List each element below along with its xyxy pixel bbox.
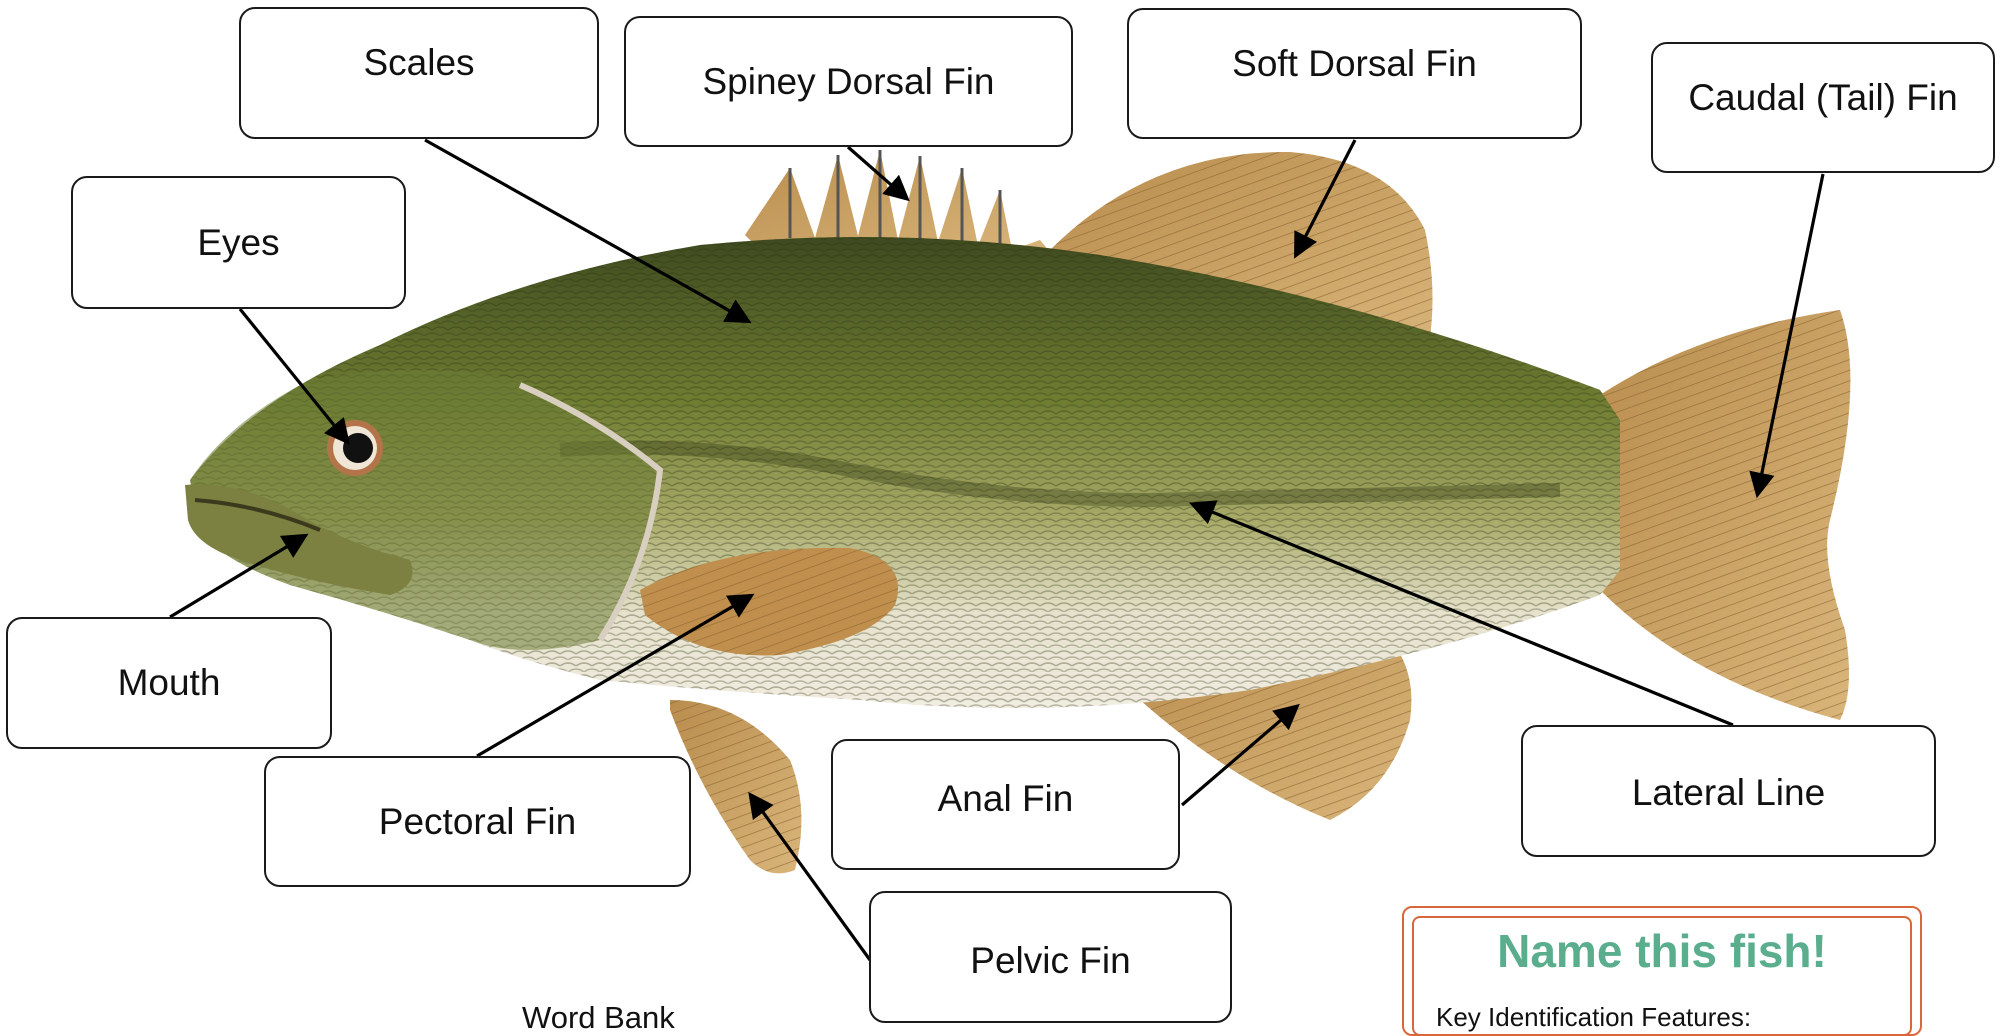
label-anal-fin: Anal Fin	[831, 739, 1180, 870]
key-features-label: Key Identification Features:	[1436, 1002, 1751, 1033]
label-lateral-line-text: Lateral Line	[1632, 772, 1825, 814]
label-eyes: Eyes	[71, 176, 406, 309]
label-caudal-fin-text: Caudal (Tail) Fin	[1688, 77, 1957, 119]
label-pectoral-fin-text: Pectoral Fin	[379, 801, 576, 843]
label-pelvic-fin-text: Pelvic Fin	[970, 940, 1130, 982]
label-scales: Scales	[239, 7, 599, 139]
label-soft-dorsal-fin-text: Soft Dorsal Fin	[1232, 43, 1477, 85]
label-anal-fin-text: Anal Fin	[938, 778, 1074, 820]
spiny-dorsal-fin-shape	[745, 150, 1050, 252]
label-pelvic-fin: Pelvic Fin	[869, 891, 1232, 1023]
word-bank-title: Word Bank	[522, 1000, 675, 1036]
label-mouth-text: Mouth	[118, 662, 221, 704]
name-this-fish-title: Name this fish!	[1402, 924, 1922, 978]
label-lateral-line: Lateral Line	[1521, 725, 1936, 857]
label-spiney-dorsal-fin-text: Spiney Dorsal Fin	[702, 61, 994, 103]
caudal-fin-shape	[1600, 310, 1850, 720]
label-soft-dorsal-fin: Soft Dorsal Fin	[1127, 8, 1582, 139]
label-mouth: Mouth	[6, 617, 332, 749]
label-caudal-fin: Caudal (Tail) Fin	[1651, 42, 1995, 173]
label-pectoral-fin: Pectoral Fin	[264, 756, 691, 887]
label-spiney-dorsal-fin: Spiney Dorsal Fin	[624, 16, 1073, 147]
label-eyes-text: Eyes	[197, 222, 279, 264]
label-scales-text: Scales	[363, 42, 474, 84]
